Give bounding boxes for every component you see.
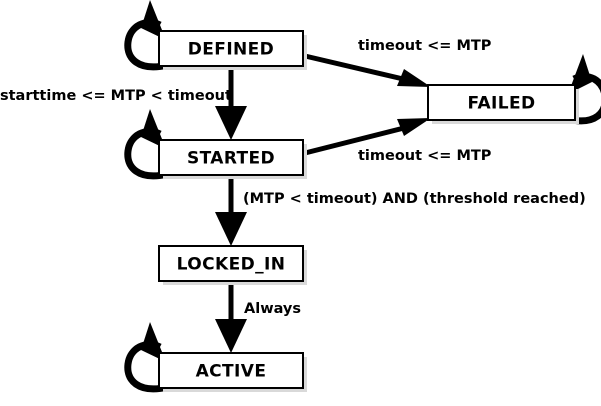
arrowhead-defined-to-failed xyxy=(397,69,431,87)
state-box-defined[interactable] xyxy=(158,30,304,67)
state-label-defined: DEFINED xyxy=(188,40,274,60)
state-label-locked-in: LOCKED_IN xyxy=(177,255,286,275)
arrowhead-started-to-locked-in xyxy=(215,212,247,246)
edge-label-started-to-locked-in: (MTP < timeout) AND (threshold reached) xyxy=(243,191,586,207)
state-node-active[interactable]: ACTIVE xyxy=(158,352,307,392)
edge-started-to-failed xyxy=(304,118,431,156)
edge-label-locked-in-to-active: Always xyxy=(244,301,301,317)
edge-label-started-to-failed: timeout <= MTP xyxy=(358,148,492,164)
state-label-active: ACTIVE xyxy=(196,362,267,382)
state-node-started[interactable]: STARTED xyxy=(158,139,307,179)
edge-locked-in-to-active xyxy=(215,281,247,353)
edge-defined-to-started xyxy=(215,66,247,140)
edge-defined-to-failed xyxy=(304,53,431,87)
arrowhead-locked-in-to-active xyxy=(215,319,247,353)
state-box-active[interactable] xyxy=(158,352,304,389)
edge-label-defined-to-failed: timeout <= MTP xyxy=(358,38,492,54)
state-node-locked-in[interactable]: LOCKED_IN xyxy=(158,245,307,285)
state-box-failed[interactable] xyxy=(427,84,576,121)
state-label-started: STARTED xyxy=(187,149,275,169)
state-box-started[interactable] xyxy=(158,139,304,176)
state-node-failed[interactable]: FAILED xyxy=(427,84,579,124)
state-node-defined[interactable]: DEFINED xyxy=(158,30,307,70)
state-box-locked-in[interactable] xyxy=(158,245,304,282)
edge-started-to-locked-in xyxy=(215,175,247,246)
state-label-failed: FAILED xyxy=(467,94,535,114)
edge-label-defined-to-started: starttime <= MTP < timeout xyxy=(0,88,232,104)
arrowhead-started-to-failed xyxy=(397,118,431,136)
arrowhead-defined-to-started xyxy=(215,106,247,140)
